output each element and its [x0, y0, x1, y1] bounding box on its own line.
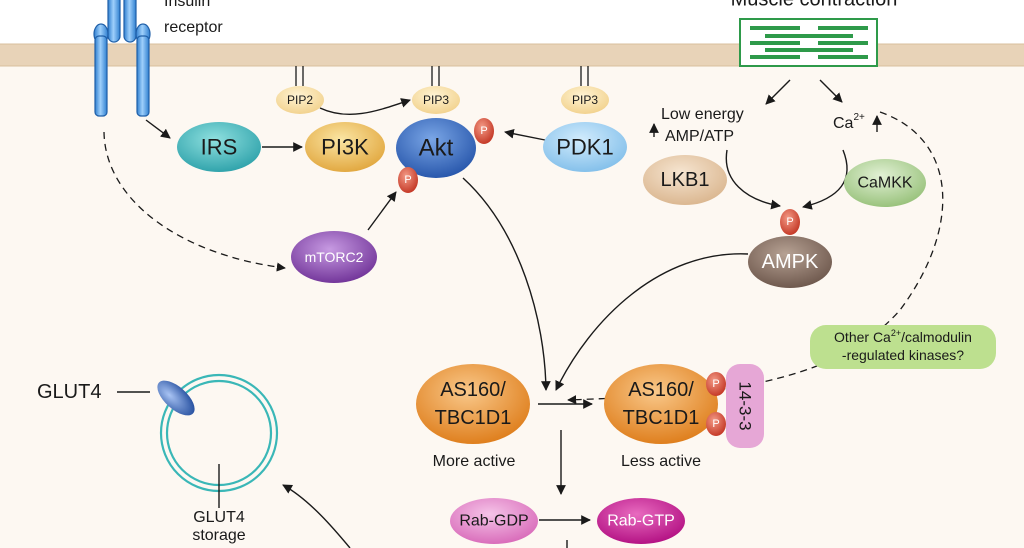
node-camkk: CaMKK	[844, 159, 926, 207]
phospho-akt-bottom: P	[398, 167, 418, 193]
svg-text:PDK1: PDK1	[556, 135, 613, 160]
node-pdk1: PDK1	[543, 122, 627, 172]
svg-text:PIP3: PIP3	[572, 93, 598, 107]
muscle-contraction-label: Muscle contraction	[731, 0, 898, 10]
svg-text:PI3K: PI3K	[321, 135, 369, 160]
calcium-label: Ca2+	[833, 112, 865, 132]
svg-text:-regulated kinases?: -regulated kinases?	[842, 347, 964, 363]
dashed-arrows	[103, 111, 944, 405]
svg-text:Akt: Akt	[419, 135, 454, 162]
svg-text:mTORC2: mTORC2	[305, 249, 364, 265]
node-as160-active: AS160/ TBC1D1	[416, 364, 530, 444]
svg-text:PIP3: PIP3	[423, 93, 449, 107]
node-mtorc2: mTORC2	[291, 231, 377, 283]
glut4-storage-label-line2: storage	[192, 527, 245, 544]
svg-text:IRS: IRS	[201, 135, 238, 160]
svg-text:PIP2: PIP2	[287, 93, 313, 107]
node-rab-gtp: Rab-GTP	[597, 498, 685, 544]
phospho-ampk: P	[780, 209, 800, 235]
less-active-label: Less active	[621, 453, 701, 470]
pip-membrane-anchors	[295, 66, 589, 86]
glut4-transporter-icon	[157, 380, 195, 416]
glut4-storage-label-line1: GLUT4	[193, 509, 245, 526]
svg-text:P: P	[712, 378, 719, 390]
low-energy-label: Low energy	[661, 106, 744, 123]
muscle-fiber-icon	[739, 18, 878, 67]
node-irs: IRS	[177, 122, 261, 172]
svg-text:P: P	[480, 125, 487, 137]
svg-text:Rab-GDP: Rab-GDP	[459, 513, 528, 530]
phospho-akt-top: P	[474, 118, 494, 144]
node-pi3k: PI3K	[305, 122, 385, 172]
receptor-label: receptor	[164, 19, 223, 36]
node-rab-gdp: Rab-GDP	[450, 498, 538, 544]
node-pip2: PIP2	[276, 86, 324, 114]
svg-text:Rab-GTP: Rab-GTP	[607, 513, 675, 530]
node-14-3-3: 14-3-3	[726, 364, 764, 448]
svg-text:AS160/: AS160/	[440, 379, 506, 401]
amp-atp-label: AMP/ATP	[665, 128, 734, 145]
svg-text:P: P	[712, 418, 719, 430]
node-pip3-akt: PIP3	[412, 86, 460, 114]
insulin-receptor-icon	[93, 0, 151, 117]
node-ampk: AMPK	[748, 236, 832, 288]
node-akt: Akt	[396, 118, 476, 178]
phospho-as160-bottom: P	[706, 412, 726, 436]
insulin-label: Insulin	[164, 0, 210, 10]
node-as160-inactive: AS160/ TBC1D1	[604, 364, 718, 444]
svg-text:TBC1D1: TBC1D1	[623, 407, 700, 429]
svg-text:CaMKK: CaMKK	[857, 175, 912, 192]
svg-text:Other Ca2+/calmodulin: Other Ca2+/calmodulin	[834, 328, 972, 345]
svg-text:AS160/: AS160/	[628, 379, 694, 401]
phospho-as160-top: P	[706, 372, 726, 396]
arrows	[145, 79, 882, 548]
other-kinases-note: Other Ca2+/calmodulin -regulated kinases…	[810, 325, 996, 369]
svg-text:14-3-3: 14-3-3	[736, 381, 755, 430]
svg-text:TBC1D1: TBC1D1	[435, 407, 512, 429]
svg-text:P: P	[786, 216, 793, 228]
more-active-label: More active	[433, 453, 516, 470]
svg-text:AMPK: AMPK	[762, 251, 819, 273]
node-lkb1: LKB1	[643, 155, 727, 205]
svg-text:LKB1: LKB1	[661, 169, 710, 191]
svg-text:P: P	[404, 174, 411, 186]
glut4-label: GLUT4	[37, 381, 101, 403]
node-pip3-pdk1: PIP3	[561, 86, 609, 114]
